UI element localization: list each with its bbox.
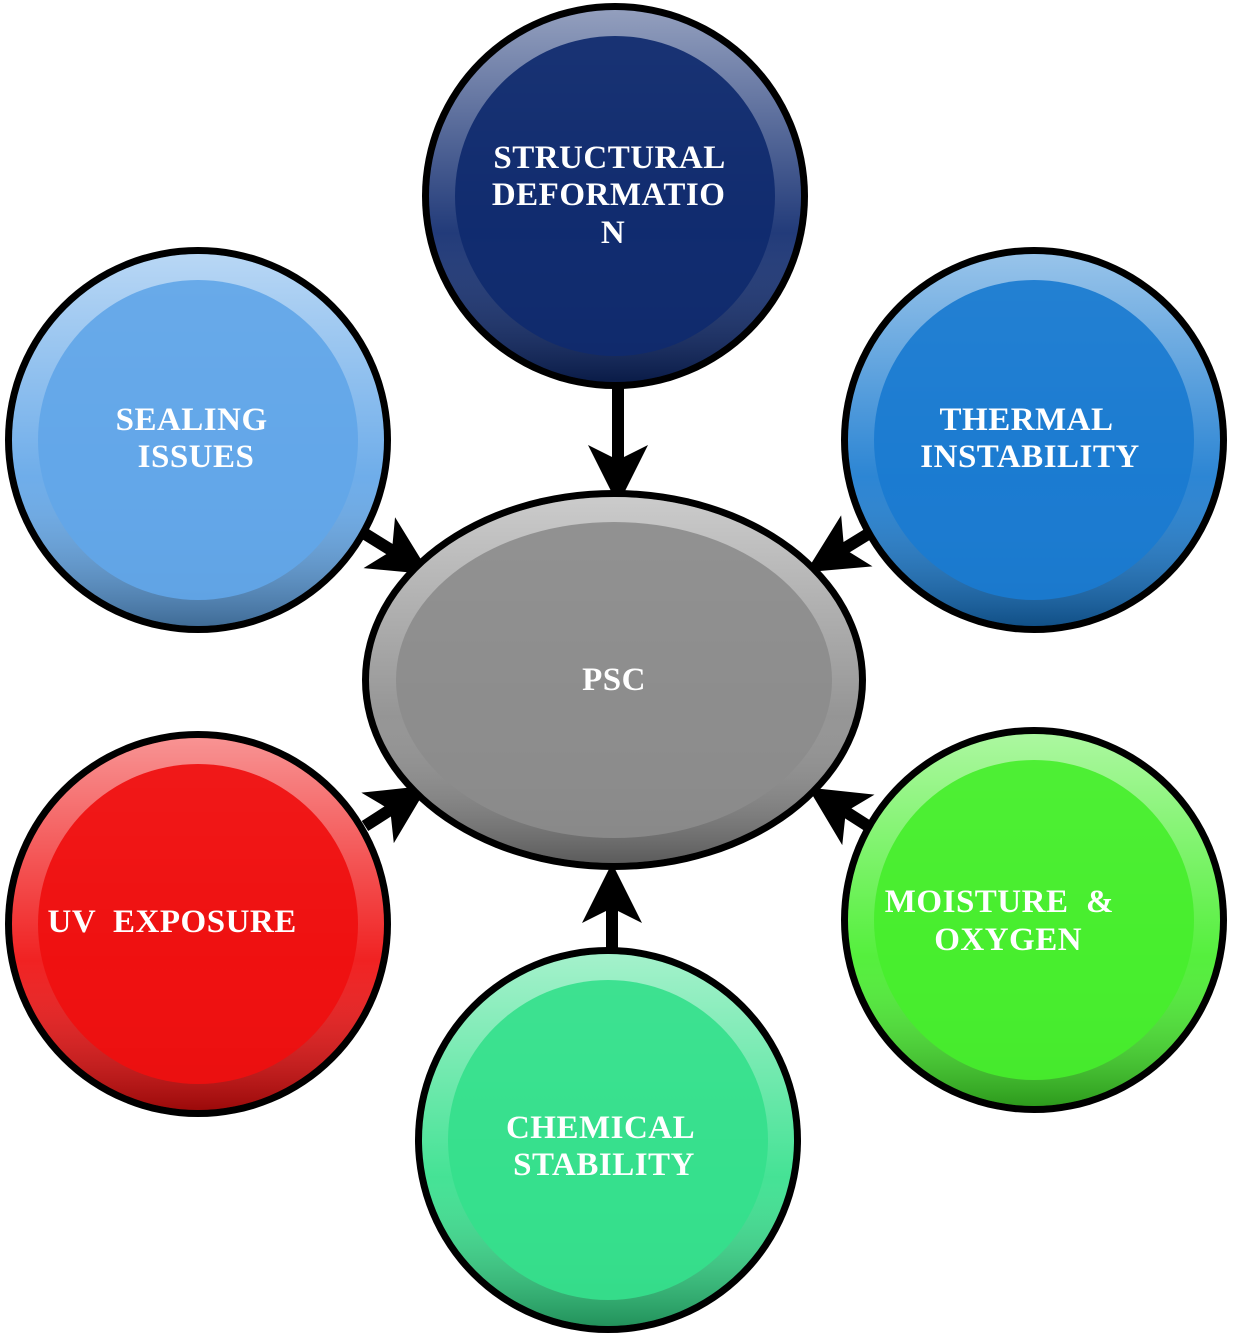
- node-label: MOISTURE & OXYGEN: [0, 0, 1175, 958]
- arrow-sealing-to-psc: [358, 517, 431, 575]
- node-label: CHEMICAL STABILITY: [506, 1110, 702, 1183]
- node-label: SEALING ISSUES: [116, 402, 277, 475]
- arrow-thermal-to-psc: [805, 515, 873, 573]
- psc-center-node: PSC: [362, 490, 866, 870]
- node-label: STRUCTURAL DEFORMATIO N: [492, 140, 734, 251]
- node-uv-exposure: UV EXPOSURE: [0, 0, 391, 1117]
- node-thermal-instability: THERMAL INSTABILITY: [841, 247, 1227, 633]
- node-structural-deformation: STRUCTURAL DEFORMATIO N: [422, 3, 808, 389]
- node-label: UV EXPOSURE: [0, 0, 341, 940]
- arrow-uv-to-psc: [361, 785, 429, 844]
- node-chemical-stability: CHEMICAL STABILITY: [415, 947, 801, 1333]
- node-sealing-issues: SEALING ISSUES: [5, 247, 391, 633]
- arrow-moisture-to-psc: [807, 787, 875, 846]
- psc-center-label: PSC: [582, 662, 646, 698]
- node-moisture-oxygen: MOISTURE & OXYGEN: [0, 0, 1227, 1113]
- node-label: THERMAL INSTABILITY: [920, 402, 1139, 475]
- arrow-group: [358, 385, 875, 955]
